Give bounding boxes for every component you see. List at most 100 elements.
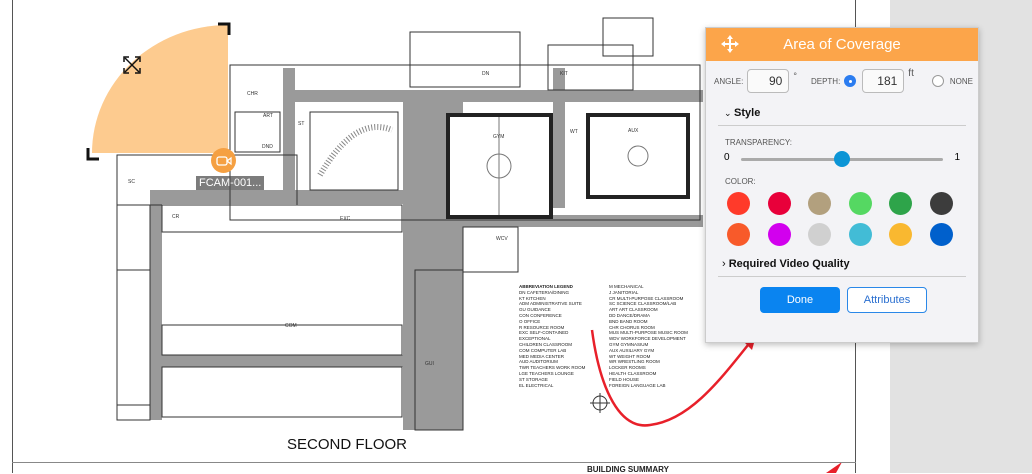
angle-label: ANGLE: (714, 76, 744, 86)
color-swatch[interactable] (727, 192, 750, 215)
legend-entry: MED MEDIA CENTER (519, 353, 565, 359)
legend-entry: LOCKER ROOMS (609, 365, 646, 371)
legend-entry: ST STORAGE (519, 376, 548, 382)
color-swatch[interactable] (929, 223, 953, 246)
legend-entry: ADM ADMINISTRATIVE SUITE (519, 301, 582, 307)
color-swatch[interactable] (767, 223, 791, 246)
divider (12, 462, 856, 463)
legend-entry: EXCEPTIONAL (519, 336, 551, 342)
coverage-wedge[interactable] (92, 25, 228, 153)
legend-entry: GU GUIDANCE (519, 307, 551, 313)
transparency-slider[interactable]: 0 1 (724, 147, 960, 171)
room-label: AUX (628, 128, 639, 134)
legend-entry: EL ELECTRICAL (519, 382, 554, 388)
color-swatch[interactable] (808, 223, 831, 246)
camera-marker[interactable] (211, 148, 236, 173)
legend-entry: M MECHANICAL (609, 284, 644, 289)
legend-entry: FIELD HOUSE (609, 376, 640, 382)
legend-entry: R RESOURCE ROOM (519, 324, 565, 330)
angle-unit: ° (793, 71, 797, 81)
legend-entry: GYM GYMNASIUM (609, 341, 649, 347)
depth-unit: ft (908, 68, 914, 79)
legend-entry: DD DANCE/DRAMA (609, 312, 651, 318)
legend-entry: AUD AUDITORIUM (519, 359, 558, 365)
legend-entry: SC SCIENCE CLASSROOM/LAB (609, 301, 677, 307)
legend-entry: AUX AUXILIARY GYM (609, 347, 655, 353)
legend-entry: FOREIGN LANGUAGE LAB (609, 382, 666, 388)
chevron-right-icon: › (722, 258, 729, 270)
legend-entry: WR WRESTLING ROOM (609, 359, 660, 365)
color-swatch[interactable] (848, 192, 872, 215)
legend-entry: EXC SELF-CONTAINED (519, 330, 569, 336)
legend-entry: MUS MULTI-PURPOSE MUSIC ROOM (609, 330, 688, 336)
color-swatch[interactable] (929, 192, 953, 215)
legend-entry: J JANITORIAL (609, 289, 639, 295)
legend-entry: CHR CHORUS ROOM (609, 324, 655, 330)
angle-input[interactable]: 90 (747, 69, 790, 93)
floor-label: SECOND FLOOR (287, 436, 408, 453)
divider (718, 125, 966, 126)
building-summary-label: BUILDING SUMMARY (587, 465, 669, 474)
panel-header[interactable]: Area of Coverage (706, 28, 978, 61)
area-of-coverage-panel: Area of Coverage ANGLE: 90 ° DEPTH: 181 … (705, 27, 979, 343)
legend-entry: DN CAFETERIA/DINING (519, 289, 570, 295)
room-label: SC (128, 179, 135, 185)
color-swatch[interactable] (848, 223, 872, 246)
legend-entry: WDV WORKFORCE DEVELOPMENT (609, 336, 686, 342)
slider-max: 1 (954, 152, 960, 163)
color-swatch[interactable] (889, 223, 912, 246)
room-label: KIT (560, 71, 568, 77)
attributes-button[interactable]: Attributes (847, 287, 927, 313)
none-label: NONE (949, 76, 973, 86)
divider (718, 276, 966, 277)
coverage-area[interactable] (0, 0, 300, 200)
color-swatch[interactable] (727, 223, 750, 246)
depth-label: DEPTH: (810, 76, 841, 86)
style-section-toggle[interactable]: ⌄ Style (706, 101, 978, 125)
depth-radio[interactable] (844, 75, 857, 87)
room-label: EXC (340, 216, 351, 222)
camera-label[interactable]: FCAM-001... (196, 176, 265, 190)
room-label: ST (298, 121, 304, 127)
move-icon[interactable] (720, 34, 740, 54)
none-radio[interactable] (931, 75, 944, 87)
color-swatch[interactable] (767, 192, 791, 215)
video-camera-icon (215, 155, 232, 166)
color-swatch[interactable] (808, 192, 831, 215)
room-label: COM (285, 323, 297, 329)
color-label: COLOR: (725, 177, 756, 186)
resize-handle[interactable] (86, 148, 99, 161)
resize-handle[interactable] (218, 22, 231, 35)
slider-min: 0 (724, 152, 730, 163)
slider-thumb[interactable] (834, 151, 850, 167)
room-label: GUI (425, 361, 434, 367)
room-label: ART (263, 113, 273, 119)
legend-entry: KT KITCHEN (519, 295, 546, 301)
legend-entry: BND BAND ROOM (609, 318, 648, 324)
room-label: DND (262, 144, 273, 150)
style-label: Style (734, 107, 761, 119)
panel-title: Area of Coverage (783, 36, 901, 53)
depth-input[interactable]: 181 (862, 69, 905, 93)
legend-entry: ART ART CLASSROOM (609, 307, 658, 313)
legend-entry: HEALTH CLASSROOM (609, 370, 657, 376)
annotation-arrow (590, 329, 753, 427)
legend-entry: O OFFICE (519, 318, 541, 324)
room-label: DN (482, 71, 490, 77)
legend-entry: CR MULTI-PURPOSE CLASSROOM (609, 295, 684, 301)
legend-entry: WT WEIGHT ROOM (609, 353, 651, 359)
color-swatch[interactable] (889, 192, 912, 215)
room-label: CHR (247, 91, 258, 97)
room-label: WT (570, 129, 578, 135)
legend-entry: COM COMPUTER LAB (519, 347, 567, 353)
video-quality-toggle[interactable]: › Required Video Quality (706, 252, 978, 276)
transparency-label: TRANSPARENCY: (725, 138, 792, 147)
room-label: WCV (496, 236, 508, 242)
room-label: CR (172, 214, 180, 220)
legend-entry: LGE TEACHERS LOUNGE (519, 370, 574, 376)
move-arrows-icon[interactable] (123, 56, 141, 74)
video-quality-label: Required Video Quality (728, 258, 850, 270)
done-button[interactable]: Done (760, 287, 840, 313)
